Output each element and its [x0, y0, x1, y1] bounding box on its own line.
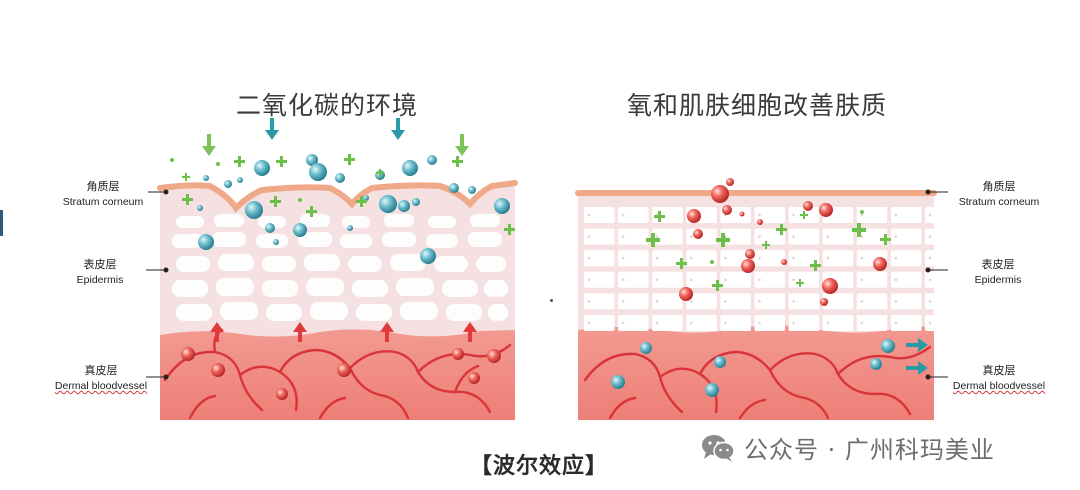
right-plus-signs [646, 210, 891, 291]
right-label-dermal-cn: 真皮层 [982, 365, 1016, 377]
right-o2-bubbles [679, 178, 887, 306]
watermark: 公众号 · 广州科玛美业 [700, 430, 995, 465]
edge-mark [0, 210, 3, 236]
left-down-arrows [202, 118, 469, 156]
left-label-stratum-cn: 角质层 [86, 181, 120, 193]
right-blood-vessels [583, 345, 932, 420]
right-label-epidermis-en: Epidermis [974, 274, 1022, 286]
left-label-epidermis-en: Epidermis [76, 274, 124, 286]
right-label-epidermis-cn: 表皮层 [981, 259, 1015, 271]
right-skin-panel [575, 178, 956, 420]
right-epidermis-cells [584, 207, 956, 331]
left-epidermis-cells [172, 214, 508, 321]
right-co2-bubbles [611, 339, 895, 397]
center-dot [550, 299, 553, 302]
label-leader-lines [146, 189, 948, 380]
wechat-icon [702, 434, 735, 462]
right-label-stratum-cn: 角质层 [982, 181, 1016, 193]
right-dermis-layer [578, 325, 934, 420]
left-label-stratum-en: Stratum corneum [62, 196, 144, 208]
right-label-stratum-en: Stratum corneum [958, 196, 1040, 208]
left-co2-bubbles [197, 154, 510, 264]
right-label-dermal-en: Dermal bloodvessel [952, 380, 1046, 392]
watermark-text: 公众号 · 广州科玛美业 [744, 436, 995, 464]
left-dermis-layer [160, 329, 515, 420]
left-label-dermal-en: Dermal bloodvessel [54, 380, 148, 392]
right-label-dermal: 真皮层 Dermal bloodvessel [944, 364, 1054, 394]
left-stratum-corneum [157, 180, 518, 213]
left-skin-panel [157, 118, 518, 420]
left-label-dermal-cn: 真皮层 [84, 365, 118, 377]
left-label-stratum: 角质层 Stratum corneum [48, 180, 158, 210]
left-label-dermal: 真皮层 Dermal bloodvessel [46, 364, 156, 394]
right-panel-title: 氧和肌肤细胞改善肤质 [627, 91, 888, 120]
left-o2-bubbles [181, 347, 501, 400]
left-plus-signs [170, 154, 515, 235]
figure-caption: 【波尔效应】 [470, 454, 609, 479]
right-label-stratum: 角质层 Stratum corneum [944, 180, 1054, 210]
left-panel-title: 二氧化碳的环境 [236, 91, 419, 120]
left-up-arrows [210, 322, 477, 342]
left-label-epidermis: 表皮层 Epidermis [52, 258, 148, 288]
right-outflow-arrows [906, 338, 928, 375]
right-label-epidermis: 表皮层 Epidermis [950, 258, 1046, 288]
left-label-epidermis-cn: 表皮层 [83, 259, 117, 271]
